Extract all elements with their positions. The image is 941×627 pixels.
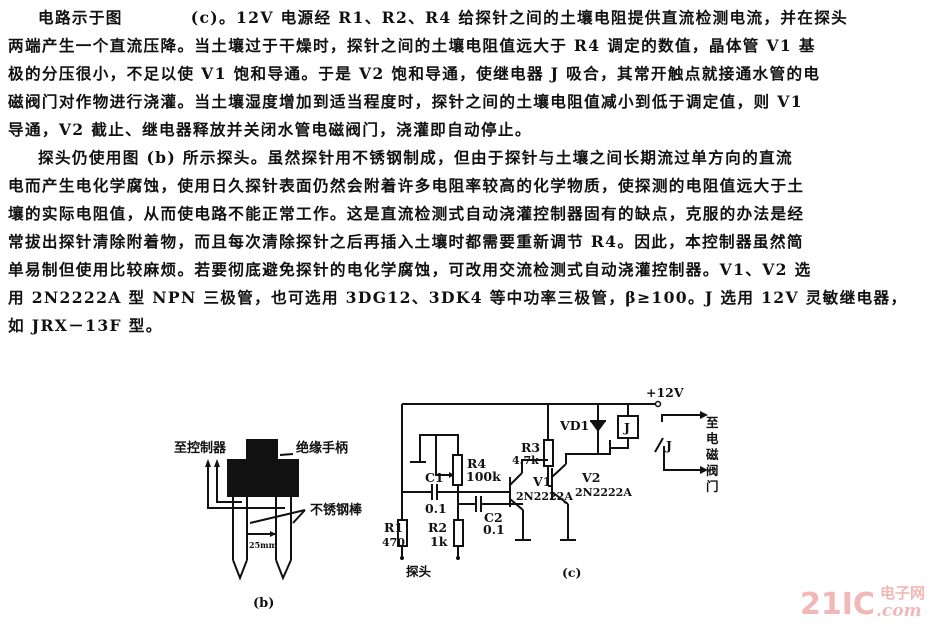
label-c1: C1 [425,470,444,485]
label-r4: R4 [467,456,486,471]
paragraph-1-lead: 电路示于图 [38,8,123,27]
paragraph-1-line-4: 磁阀门对作物进行浇灌。当土壤湿度增加到适当程度时，探针之间的土壤电阻值减小到低于… [8,92,803,111]
paragraph-2-line-4: 常拔出探针清除附着物，而且每次清除探针之后再插入土壤时都需要重新调节 R4。因此… [8,232,804,251]
stainless-rod-right [275,496,292,581]
paragraph-1-line-2: 两端产生一个直流压降。当土壤过于干燥时，探针之间的土壤电阻值远大于 R4 调定的… [8,36,816,55]
paragraph-2-line-7: 如 JRX－13F 型。 [8,316,163,335]
relay-contact-j [654,414,700,471]
label-supply: +12V [646,385,684,400]
paragraph-1-line-1: 电路示于图 (c)。12V 电源经 R1、R2、R4 给探针之间的土壤电阻提供直流… [38,4,848,32]
resistor-r3 [543,439,554,467]
label-spacing: 25mm [249,540,278,550]
stainless-rod-left [232,496,248,581]
figure-c-circuit-diagram: +12V R1 470 R2 1k R3 4.7k R4 100k C1 0.1… [382,385,719,580]
value-c2: 0.1 [483,522,505,537]
watermark-suffix: .com [876,601,922,621]
paragraph-1-line-1-text: (c)。12V 电源经 R1、R2、R4 给探针之间的土壤电阻提供直流检测电流，… [190,8,849,27]
label-stainless-rods: 不锈钢棒 [310,502,363,518]
capacitor-c1 [431,484,438,500]
label-r2: R2 [428,520,447,535]
value-c1: 0.1 [425,501,447,516]
probe-terminal-1 [400,556,404,560]
label-to-valve-1: 至 [706,415,719,430]
insulated-handle [246,439,278,463]
label-to-valve-5: 门 [706,479,719,494]
value-r3: 4.7k [512,454,539,467]
label-c2: C2 [484,510,503,525]
label-to-controller: 至控制器 [174,440,227,456]
transistor-v2 [548,440,611,541]
paragraph-2-line-2: 电而产生电化学腐蚀，使用日久探针表面仍然会附着许多电阻率较高的化学物质，使探测的… [8,176,805,195]
watermark-21ic: 21IC 电子网 .com [800,578,940,623]
wire-to-controller-2 [216,466,242,503]
label-r3: R3 [521,440,540,455]
capacitor-c2 [475,496,482,512]
label-r1: R1 [384,520,403,535]
label-vd1: VD1 [559,418,589,433]
paragraph-1-line-3: 极的分压很小，不足以使 V1 饱和导通。于是 V2 饱和导通，使继电器 J 吸合… [8,64,821,83]
label-to-valve-3: 磁 [705,447,719,462]
label-v1: V1 [532,474,551,489]
wire-to-controller-1 [207,466,285,509]
watermark-brand: 21IC [800,587,875,622]
figure-b-caption: (b) [253,596,274,611]
paragraph-2-line-5: 单易制但使用比较麻烦。若要彻底避免探针的电化学腐蚀，可改用交流检测式自动浇灌控制… [8,260,812,279]
value-r4: 100k [466,469,501,484]
label-contact-j: J [665,438,672,453]
paragraph-2-line-1: 探头仍使用图 (b) 所示探头。虽然探针用不锈钢制成，但由于探针与土壤之间长期流… [38,148,793,167]
supply-terminal [654,400,662,408]
value-v1: 2N2222A [516,490,573,503]
paragraph-1-line-5: 导通，V2 截止、继电器释放并关闭水管电磁阀门，浇灌即自动停止。 [8,120,532,139]
value-r1: 470 [382,536,405,549]
figure-b-probe-diagram: 至控制器 绝缘手柄 不锈钢棒 25mm (b) [174,439,363,611]
value-v2: 2N2222A [575,486,632,499]
label-v2: V2 [581,470,600,485]
label-relay-j: J [623,420,630,435]
figure-c-caption: (c) [562,565,581,580]
handle-body [227,459,299,497]
resistor-r2 [453,519,464,547]
label-probe: 探头 [406,564,432,579]
label-to-valve-2: 电 [706,431,719,446]
label-to-valve-4: 阀 [706,463,719,478]
watermark-cn: 电子网 [880,584,925,602]
transistor-v1 [509,459,548,541]
paragraph-2-line-6: 用 2N2222A 型 NPN 三极管，也可选用 3DG12、3DK4 等中功率… [8,288,908,307]
paragraph-2-line-3: 壤的实际电阻值，从而使电路不能正常工作。这是直流检测式自动浇灌控制器固有的缺点，… [8,204,805,223]
label-insulated-handle: 绝缘手柄 [296,440,348,456]
potentiometer-r4 [452,454,463,486]
probe-terminal-2 [456,556,460,560]
value-r2: 1k [430,534,448,549]
